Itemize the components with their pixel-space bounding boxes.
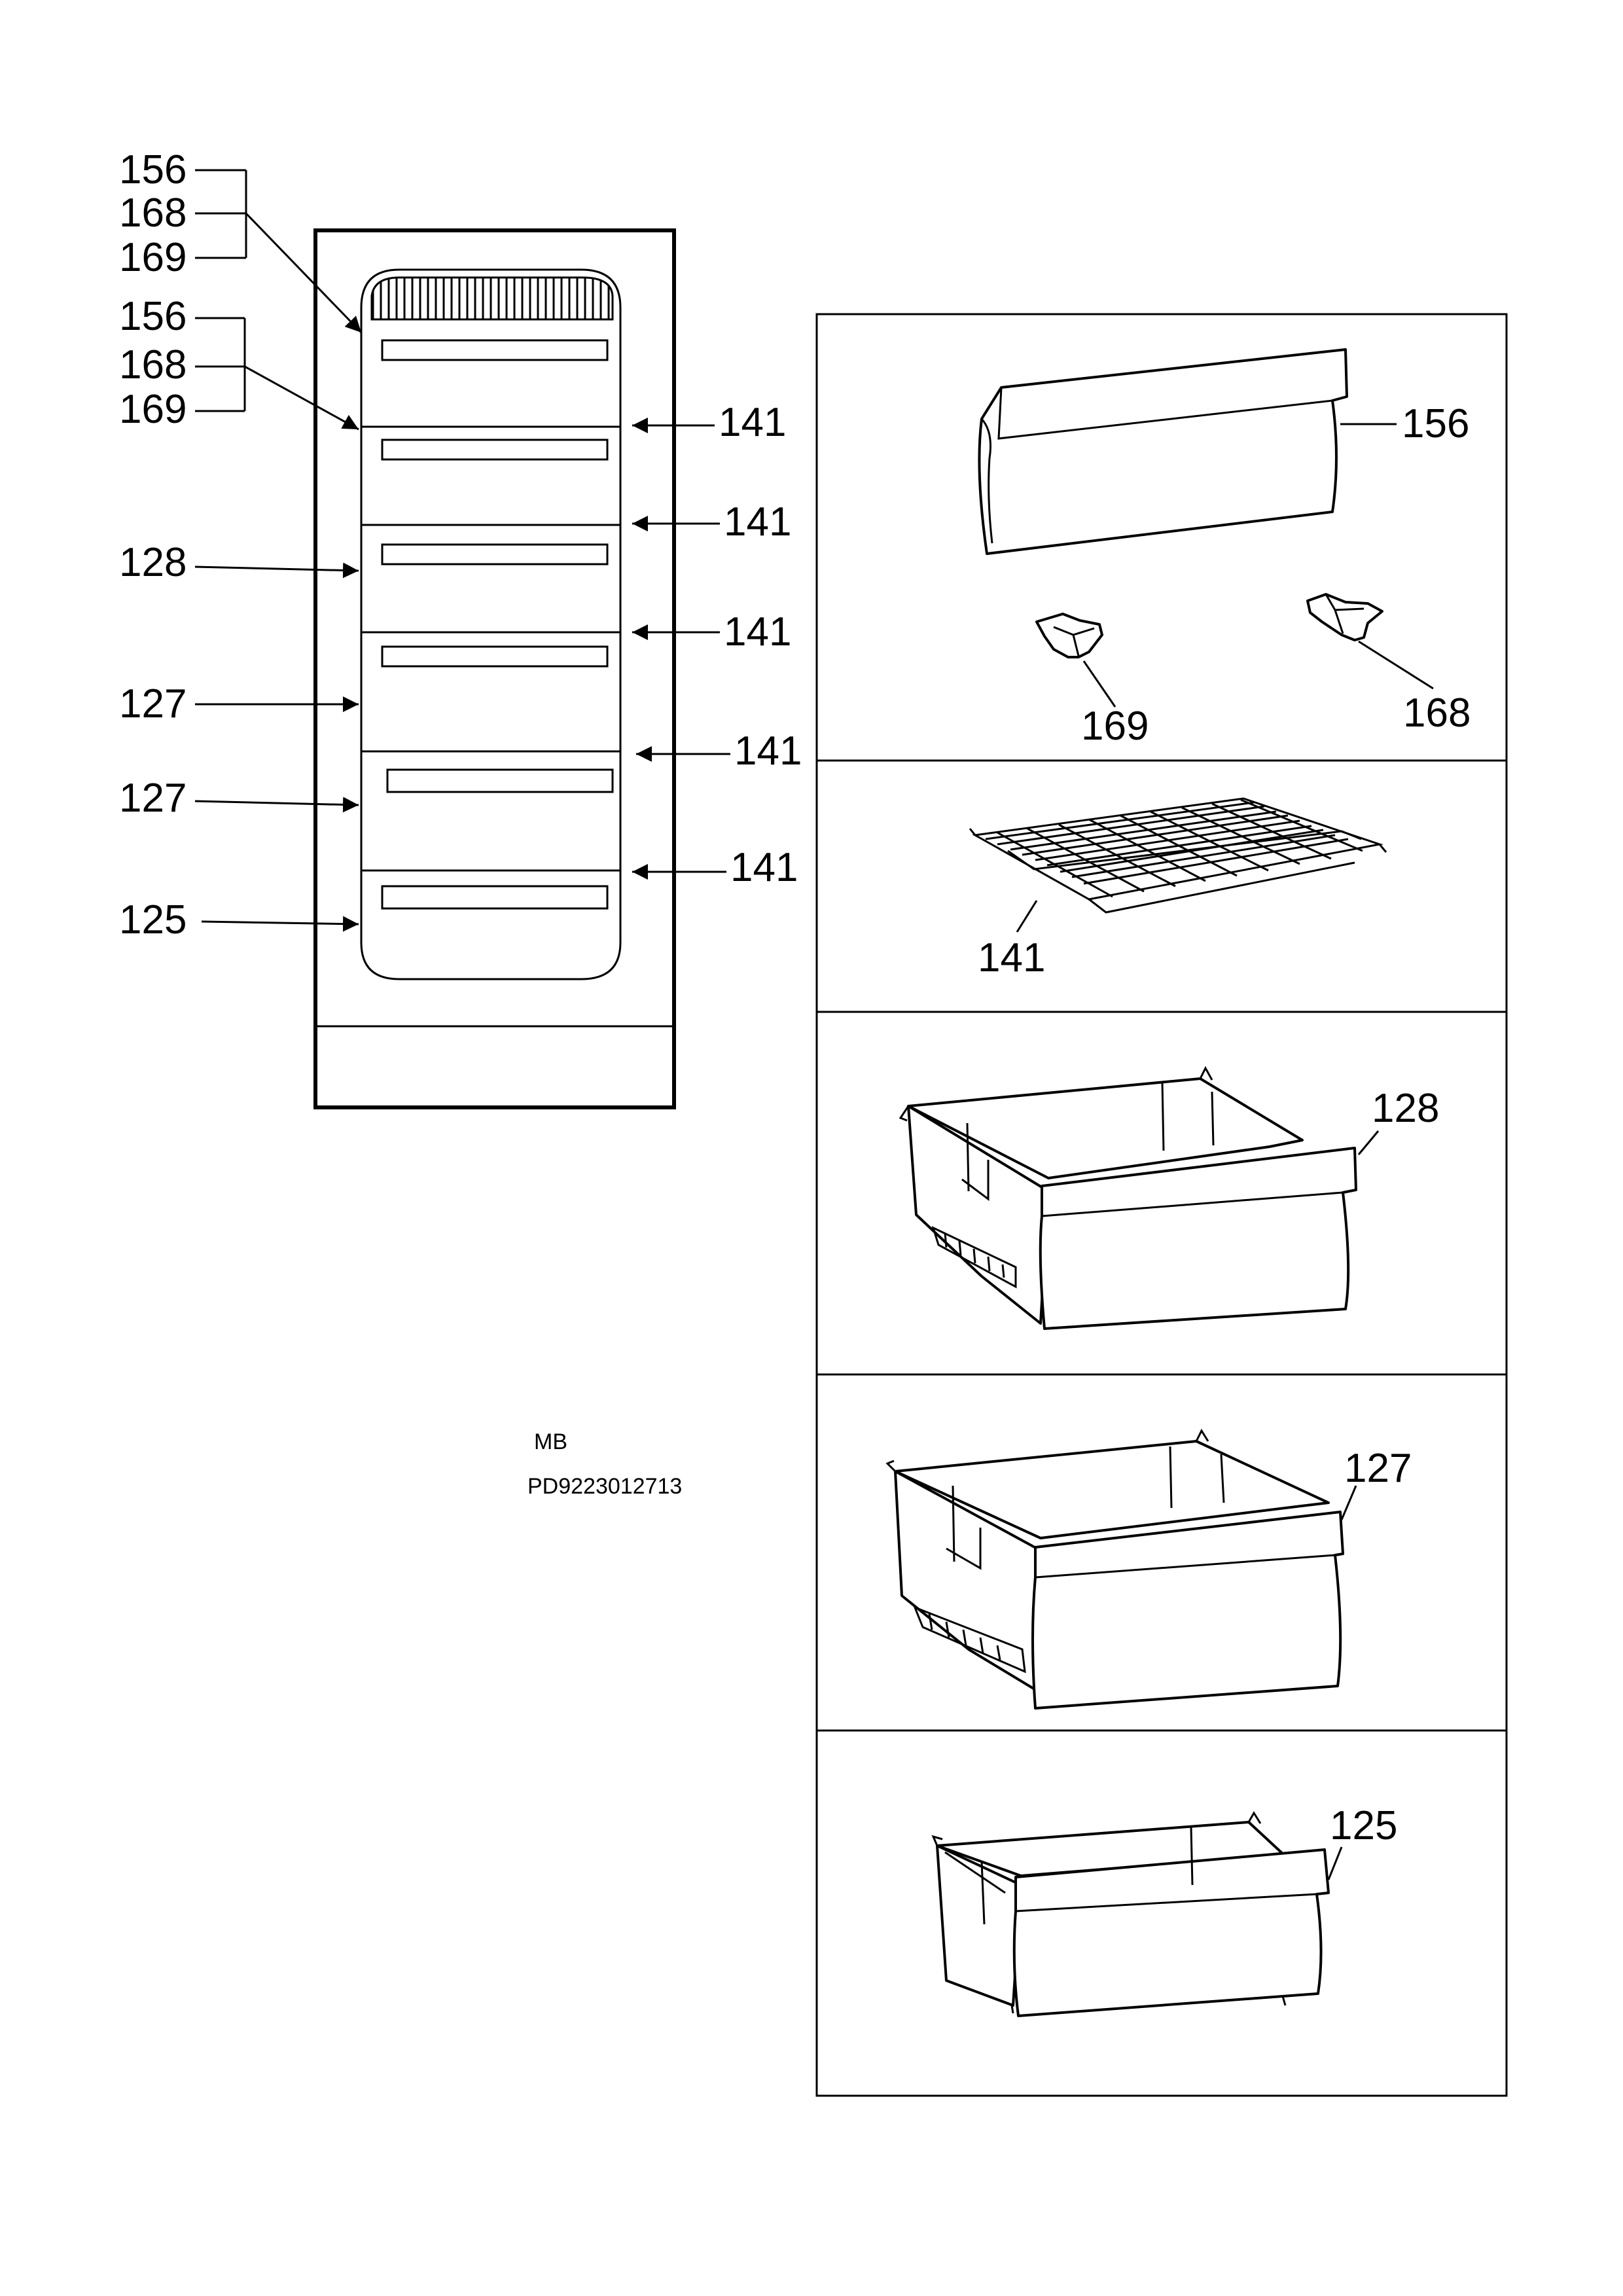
panel-flap: 156 169 168 [978, 348, 1471, 749]
svg-text:141: 141 [734, 728, 802, 774]
model-code: MB [534, 1429, 567, 1454]
freezer-overview: 156 168 169 156 168 169 128 127 [119, 147, 802, 1109]
callout-label: 169 [119, 235, 187, 280]
callout-141-4: 141 [636, 728, 802, 774]
callout-127-b: 127 [119, 776, 359, 821]
svg-text:127: 127 [119, 681, 187, 726]
clip-168: 168 [1306, 593, 1471, 736]
panel-drawer-125: 125 [931, 1803, 1397, 2017]
drawer-128-part [899, 1066, 1357, 1330]
callout-label: 169 [119, 387, 187, 432]
callout-141-5: 141 [632, 845, 798, 890]
drawer-handle-3 [381, 645, 609, 668]
drawer-127-part [885, 1428, 1344, 1710]
drawer-handle-1 [381, 439, 609, 461]
drawer-handle-2 [381, 543, 609, 565]
clip-169: 169 [1035, 613, 1149, 749]
callout-group-second: 156 168 169 [119, 294, 359, 432]
svg-text:141: 141 [730, 845, 798, 890]
callout-141-3: 141 [632, 609, 791, 655]
callout-141-1: 141 [632, 400, 786, 445]
svg-text:168: 168 [1403, 691, 1471, 736]
parts-table: 156 169 168 1 [815, 313, 1508, 2097]
callout-127-a: 127 [119, 681, 359, 726]
drawer-125-part [931, 1811, 1330, 2017]
svg-text:125: 125 [119, 897, 187, 942]
svg-text:141: 141 [724, 499, 791, 545]
label-127: 127 [1344, 1446, 1412, 1491]
flap-part [978, 348, 1348, 555]
svg-text:127: 127 [119, 776, 187, 821]
fan-grille [370, 276, 614, 321]
label-128: 128 [1372, 1086, 1439, 1131]
freezer-cabinet [313, 228, 676, 1109]
panel-shelf: 141 [969, 797, 1387, 980]
part-document-number: PD9223012713 [527, 1474, 682, 1499]
callout-label: 168 [119, 190, 187, 236]
callout-label: 156 [119, 294, 187, 339]
callout-label: 168 [119, 342, 187, 387]
document-info: MB PD9223012713 [527, 1429, 682, 1499]
callout-125: 125 [119, 897, 359, 942]
label-156: 156 [1402, 401, 1469, 446]
panel-drawer-127: 127 [885, 1428, 1412, 1710]
inner-liner [360, 268, 622, 980]
panel-drawer-128: 128 [899, 1066, 1439, 1330]
label-141: 141 [978, 935, 1045, 980]
callout-label: 156 [119, 147, 187, 192]
svg-text:128: 128 [119, 540, 187, 585]
callout-group-top: 156 168 169 [119, 147, 363, 334]
flap-handle [381, 339, 609, 361]
callout-141-2: 141 [632, 499, 791, 545]
drawer-handle-5 [381, 885, 609, 910]
svg-text:169: 169 [1081, 704, 1149, 749]
wire-shelf [969, 797, 1387, 914]
svg-text:141: 141 [719, 400, 786, 445]
parts-table-frame [815, 313, 1508, 2097]
callout-128: 128 [119, 540, 359, 585]
drawer-handle-4 [386, 768, 614, 793]
label-125: 125 [1330, 1803, 1397, 1848]
svg-text:141: 141 [724, 609, 791, 655]
